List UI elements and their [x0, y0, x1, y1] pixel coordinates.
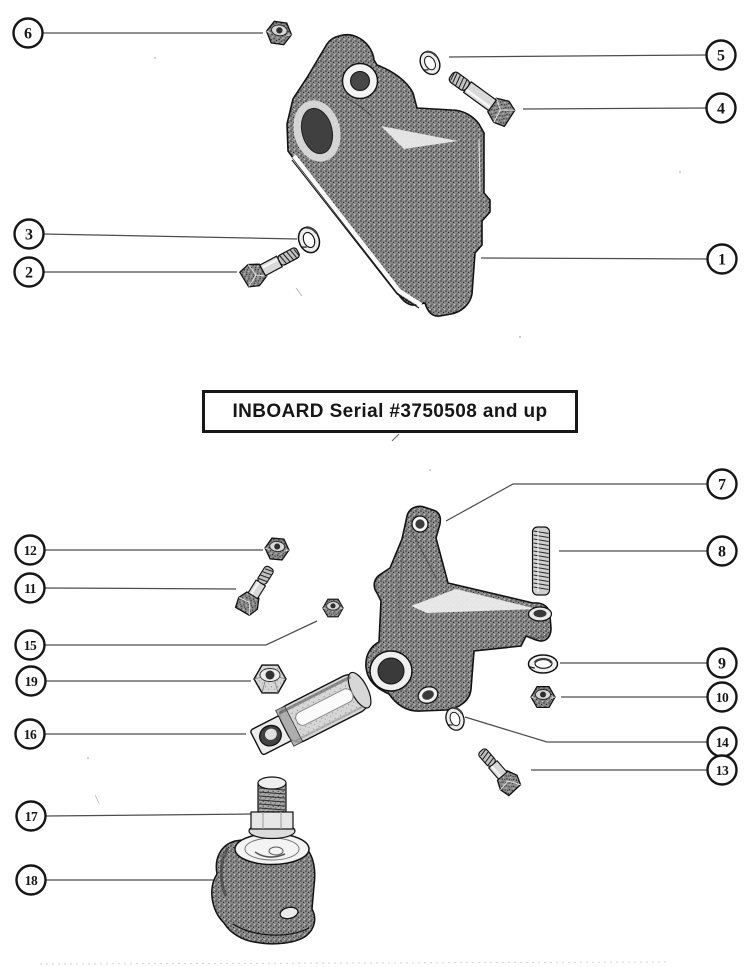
mount-collar [250, 811, 294, 830]
svg-text:8: 8 [718, 544, 726, 561]
callouts: 6 5 4 3 2 1 7 8 9 10 14 13 12 11 15 19 1… [12, 17, 738, 896]
callout-5: 5 [705, 39, 737, 71]
svg-text:18: 18 [25, 873, 38, 888]
serial-label-text: INBOARD Serial #3750508 and up [232, 400, 548, 422]
svg-text:3: 3 [25, 227, 33, 244]
svg-text:9: 9 [718, 656, 726, 673]
callout-16: 16 [14, 718, 46, 750]
svg-text:5: 5 [717, 48, 725, 65]
coupler-part-16 [250, 671, 372, 756]
callout-7: 7 [706, 468, 738, 500]
callout-3: 3 [13, 218, 45, 250]
hex-bolt-part-2 [237, 239, 305, 292]
hex-bolt-part-11 [232, 560, 281, 619]
inboard-bracket-part-7 [365, 505, 553, 712]
callout-15: 15 [14, 629, 46, 661]
coupler-slot [295, 688, 354, 726]
threaded-stud-part-8 [531, 526, 551, 596]
leader-line-15 [45, 620, 318, 646]
mount-base-hole [279, 906, 299, 920]
lock-washer-part-3 [293, 223, 325, 257]
leader-line-7 [445, 483, 707, 522]
hex-nut-part-15 [322, 598, 344, 618]
callout-6: 6 [12, 17, 44, 49]
bracket-side-bore [300, 107, 334, 155]
leader-line-1 [480, 257, 708, 260]
leader-line-17 [45, 813, 256, 817]
scan-speckles [39, 57, 681, 965]
svg-text:19: 19 [25, 674, 38, 689]
hex-bolt-part-13 [471, 742, 525, 799]
callout-14: 14 [706, 726, 738, 758]
leader-lines-top [42, 32, 708, 273]
leader-lines-bottom [44, 483, 707, 881]
svg-text:10: 10 [716, 690, 729, 705]
leader-line-5 [448, 54, 707, 58]
svg-text:17: 17 [25, 809, 38, 824]
callout-1: 1 [706, 243, 738, 275]
svg-text:16: 16 [24, 727, 37, 742]
callout-18: 18 [15, 864, 47, 896]
hex-nut-part-6 [264, 19, 294, 47]
lock-washer-part-5 [415, 47, 445, 79]
callout-11: 11 [14, 572, 46, 604]
hex-nut-part-12 [263, 536, 291, 562]
leader-line-4 [522, 107, 707, 110]
callout-10: 10 [706, 681, 738, 713]
leader-line-3 [42, 233, 298, 240]
hex-nut-part-19 [253, 664, 287, 694]
bracket-top-face-highlight [381, 126, 458, 149]
callout-12: 12 [14, 534, 46, 566]
bracket-arm-top-face [411, 589, 537, 613]
callout-13: 13 [706, 754, 738, 786]
leader-line-11 [44, 587, 237, 590]
svg-text:2: 2 [25, 265, 33, 282]
hex-nut-part-10 [530, 685, 556, 709]
upper-mounting-bracket-part-1 [286, 34, 491, 317]
callout-2: 2 [13, 256, 45, 288]
callout-4: 4 [705, 92, 737, 124]
svg-text:14: 14 [716, 735, 729, 750]
engine-mount-part-18 [211, 811, 316, 945]
svg-text:1: 1 [718, 252, 726, 269]
callout-17: 17 [15, 800, 47, 832]
washer-part-9 [527, 654, 559, 674]
svg-text:7: 7 [718, 477, 726, 494]
svg-text:6: 6 [24, 26, 32, 43]
leader-line-14 [464, 716, 707, 743]
callout-19: 19 [15, 665, 47, 697]
svg-text:13: 13 [716, 763, 729, 778]
svg-text:11: 11 [24, 581, 37, 596]
svg-text:12: 12 [24, 543, 37, 558]
callout-8: 8 [706, 535, 738, 567]
serial-label-box: INBOARD Serial #3750508 and up [202, 390, 578, 433]
svg-text:4: 4 [717, 101, 725, 118]
callout-9: 9 [706, 647, 738, 679]
mount-stud-part-17 [257, 776, 287, 813]
svg-text:15: 15 [24, 638, 37, 653]
